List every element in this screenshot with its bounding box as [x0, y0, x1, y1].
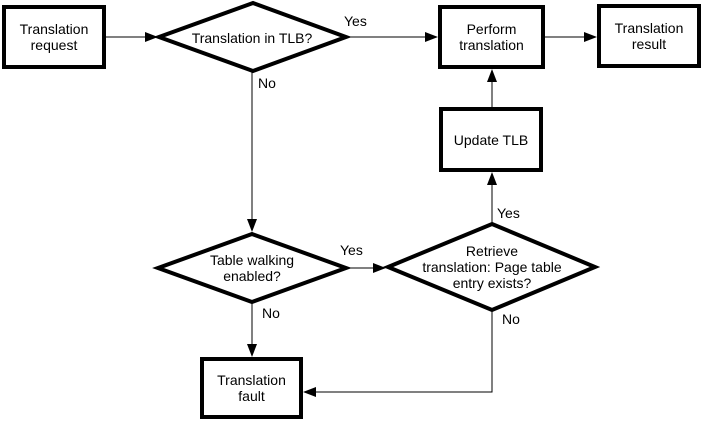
arrowhead-into-translation-fault-top [247, 344, 257, 357]
arrowhead-into-tlb-diamond [145, 32, 158, 42]
arrowhead-into-perform-from-update [487, 69, 497, 82]
edge-label-retrieve-no: No [502, 311, 520, 327]
arrowhead-into-update-tlb [487, 172, 497, 185]
arrowhead-into-retrieve-diamond [373, 263, 386, 273]
node-translation-request: Translation request [2, 5, 106, 69]
edge-label-table-walking-yes: Yes [340, 242, 363, 258]
diamond-translation-in-tlb [153, 0, 352, 74]
arrowhead-into-perform-translation [425, 32, 438, 42]
node-perform-translation: Perform translation [438, 5, 545, 69]
node-perform-translation-label: Perform translation [459, 21, 524, 53]
arrowhead-into-translation-fault-right [303, 387, 316, 397]
edge-label-retrieve-yes: Yes [497, 205, 520, 221]
edge-label-table-walking-no: No [262, 305, 280, 321]
edge-retrieve-no-line [316, 311, 493, 393]
node-translation-fault: Translation fault [200, 357, 303, 419]
arrowhead-into-translation-result [584, 32, 597, 42]
node-translation-fault-label: Translation fault [217, 372, 286, 404]
node-retrieve-translation-label: Retrieve translation: Page table entry e… [422, 243, 562, 291]
node-translation-result: Translation result [597, 4, 701, 68]
node-table-walking-enabled-label: Table walking enabled? [209, 252, 295, 284]
diamond-retrieve-translation [382, 221, 601, 313]
edge-label-tlb-yes: Yes [344, 13, 367, 29]
diamond-table-walking-enabled [152, 231, 352, 305]
node-translation-result-label: Translation result [614, 20, 684, 52]
node-translation-request-label: Translation request [19, 21, 89, 53]
node-update-tlb: Update TLB [439, 107, 543, 172]
node-update-tlb-label: Update TLB [453, 131, 529, 148]
edge-label-tlb-no: No [258, 75, 276, 91]
node-translation-in-tlb-label: Translation in TLB? [191, 30, 313, 46]
arrowhead-into-table-walking [247, 219, 257, 232]
